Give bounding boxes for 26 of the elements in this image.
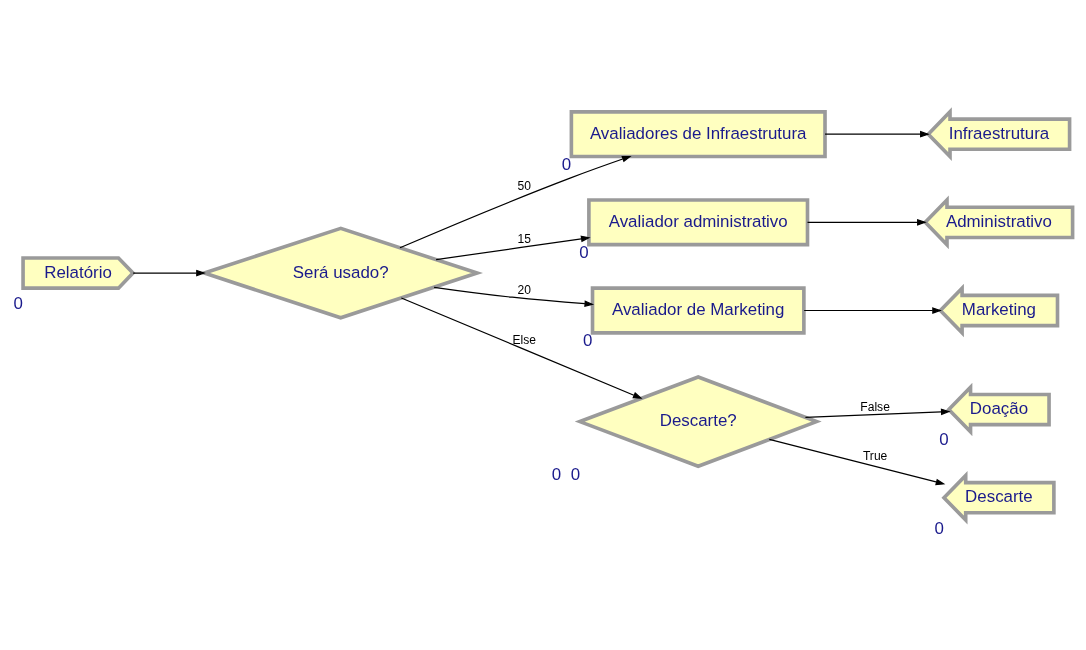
node-label: 0 <box>939 430 949 450</box>
arrow <box>400 297 643 399</box>
node-label: 0 <box>934 518 944 538</box>
node-box: Avaliador de Marketing <box>590 286 806 335</box>
node-label: 0 <box>13 293 23 313</box>
edge-label: True <box>862 449 888 464</box>
arrow <box>132 269 206 277</box>
node-box: Avaliador administrativo <box>587 198 810 247</box>
edge-label: 50 <box>517 178 531 193</box>
arrow <box>399 155 632 249</box>
node-label: 0 <box>561 155 572 175</box>
edge-label: Else <box>512 333 537 348</box>
edge-label: 20 <box>517 282 531 297</box>
arrow <box>433 286 595 308</box>
edge-label: False <box>860 399 890 414</box>
edge-label: 15 <box>517 231 531 246</box>
arrow <box>435 235 591 261</box>
node-label: 0 <box>579 243 589 263</box>
arrow <box>804 408 951 418</box>
arrow <box>803 307 942 314</box>
node-diamond: Descarte? <box>574 375 822 469</box>
node-label: 0 <box>582 331 593 351</box>
node-box: Avaliadores de Infraestrutura <box>569 110 827 159</box>
arrow <box>806 218 927 226</box>
arrow <box>824 130 930 138</box>
arrow <box>768 438 946 486</box>
